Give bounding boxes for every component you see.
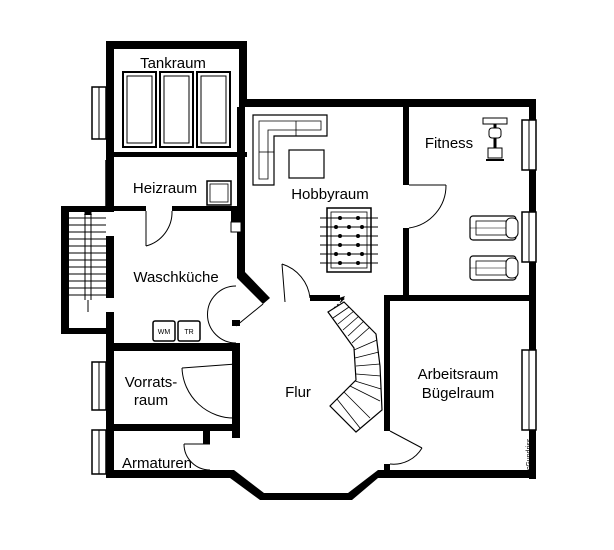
washing-machine-icon: WM <box>152 320 176 342</box>
room-label-buegelraum: Bügelraum <box>422 385 495 402</box>
washing-machine-label: WM <box>158 329 171 336</box>
room-label-arbeitsraum: Arbeitsraum <box>418 366 499 383</box>
interior-walls <box>106 107 536 478</box>
dryer-icon: TR <box>177 320 201 342</box>
room-label-armaturen: Armaturen <box>122 455 192 472</box>
doors <box>145 184 447 471</box>
room-label-vorratsraum-line1: Vorrats- <box>125 374 178 391</box>
room-label-flur: Flur <box>285 384 311 401</box>
windows <box>91 86 537 475</box>
interior-stairs <box>327 296 383 433</box>
room-label-fitness: Fitness <box>425 135 473 152</box>
sofa-icon <box>252 114 328 186</box>
treadmill-icon <box>469 215 519 241</box>
foosball-table-icon <box>320 207 378 273</box>
room-label-tankraum: Tankraum <box>140 55 206 72</box>
room-label-heizraum: Heizraum <box>133 180 197 197</box>
exterior-stairs <box>69 207 106 312</box>
plan-credit: McGundriss <box>526 438 533 476</box>
room-label-hobbyraum: Hobbyraum <box>291 186 369 203</box>
boiler-icon <box>206 180 242 233</box>
treadmill-icon <box>469 255 519 281</box>
exercise-bike-icon <box>482 117 508 161</box>
dryer-label: TR <box>184 329 193 336</box>
room-label-waschkueche: Waschküche <box>133 269 218 286</box>
coffee-table-icon <box>288 149 325 179</box>
room-labels: Tankraum Heizraum Hobbyraum Fitness Wasc… <box>122 55 498 472</box>
room-label-vorratsraum-line2: raum <box>134 392 168 409</box>
oil-tanks <box>122 71 231 148</box>
